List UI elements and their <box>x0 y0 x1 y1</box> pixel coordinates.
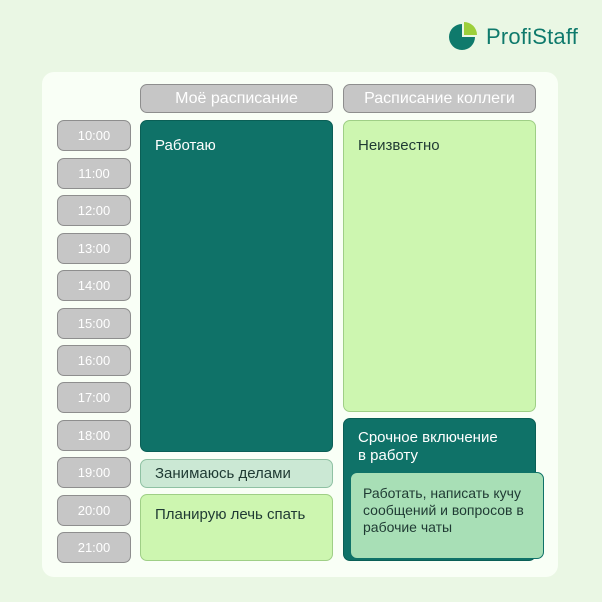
brand-name: ProfiStaff <box>486 24 579 49</box>
time-slot-18: 18:00 <box>57 420 131 451</box>
time-slot-10: 10:00 <box>57 120 131 151</box>
time-slot-19: 19:00 <box>57 457 131 488</box>
time-slot-14: 14:00 <box>57 270 131 301</box>
time-slot-15: 15:00 <box>57 308 131 339</box>
profistaff-logo-icon <box>449 22 477 50</box>
my-busy-block: Занимаюсь делами <box>140 459 333 488</box>
time-slot-13: 13:00 <box>57 233 131 264</box>
time-slot-11: 11:00 <box>57 158 131 189</box>
my-sleep-plan-block: Планирую лечь спать <box>140 494 333 561</box>
time-slot-20: 20:00 <box>57 495 131 526</box>
time-slot-21: 21:00 <box>57 532 131 563</box>
brand-logo: ProfiStaff <box>447 20 578 54</box>
colleague-schedule-header: Расписание коллеги <box>343 84 536 113</box>
time-slot-17: 17:00 <box>57 382 131 413</box>
time-slot-16: 16:00 <box>57 345 131 376</box>
my-working-block: Работаю <box>140 120 333 452</box>
my-schedule-header: Моё расписание <box>140 84 333 113</box>
time-slot-12: 12:00 <box>57 195 131 226</box>
colleague-unknown-block: Неизвестно <box>343 120 536 412</box>
colleague-task-note: Работать, написать кучу сообщений и вопр… <box>350 472 544 559</box>
